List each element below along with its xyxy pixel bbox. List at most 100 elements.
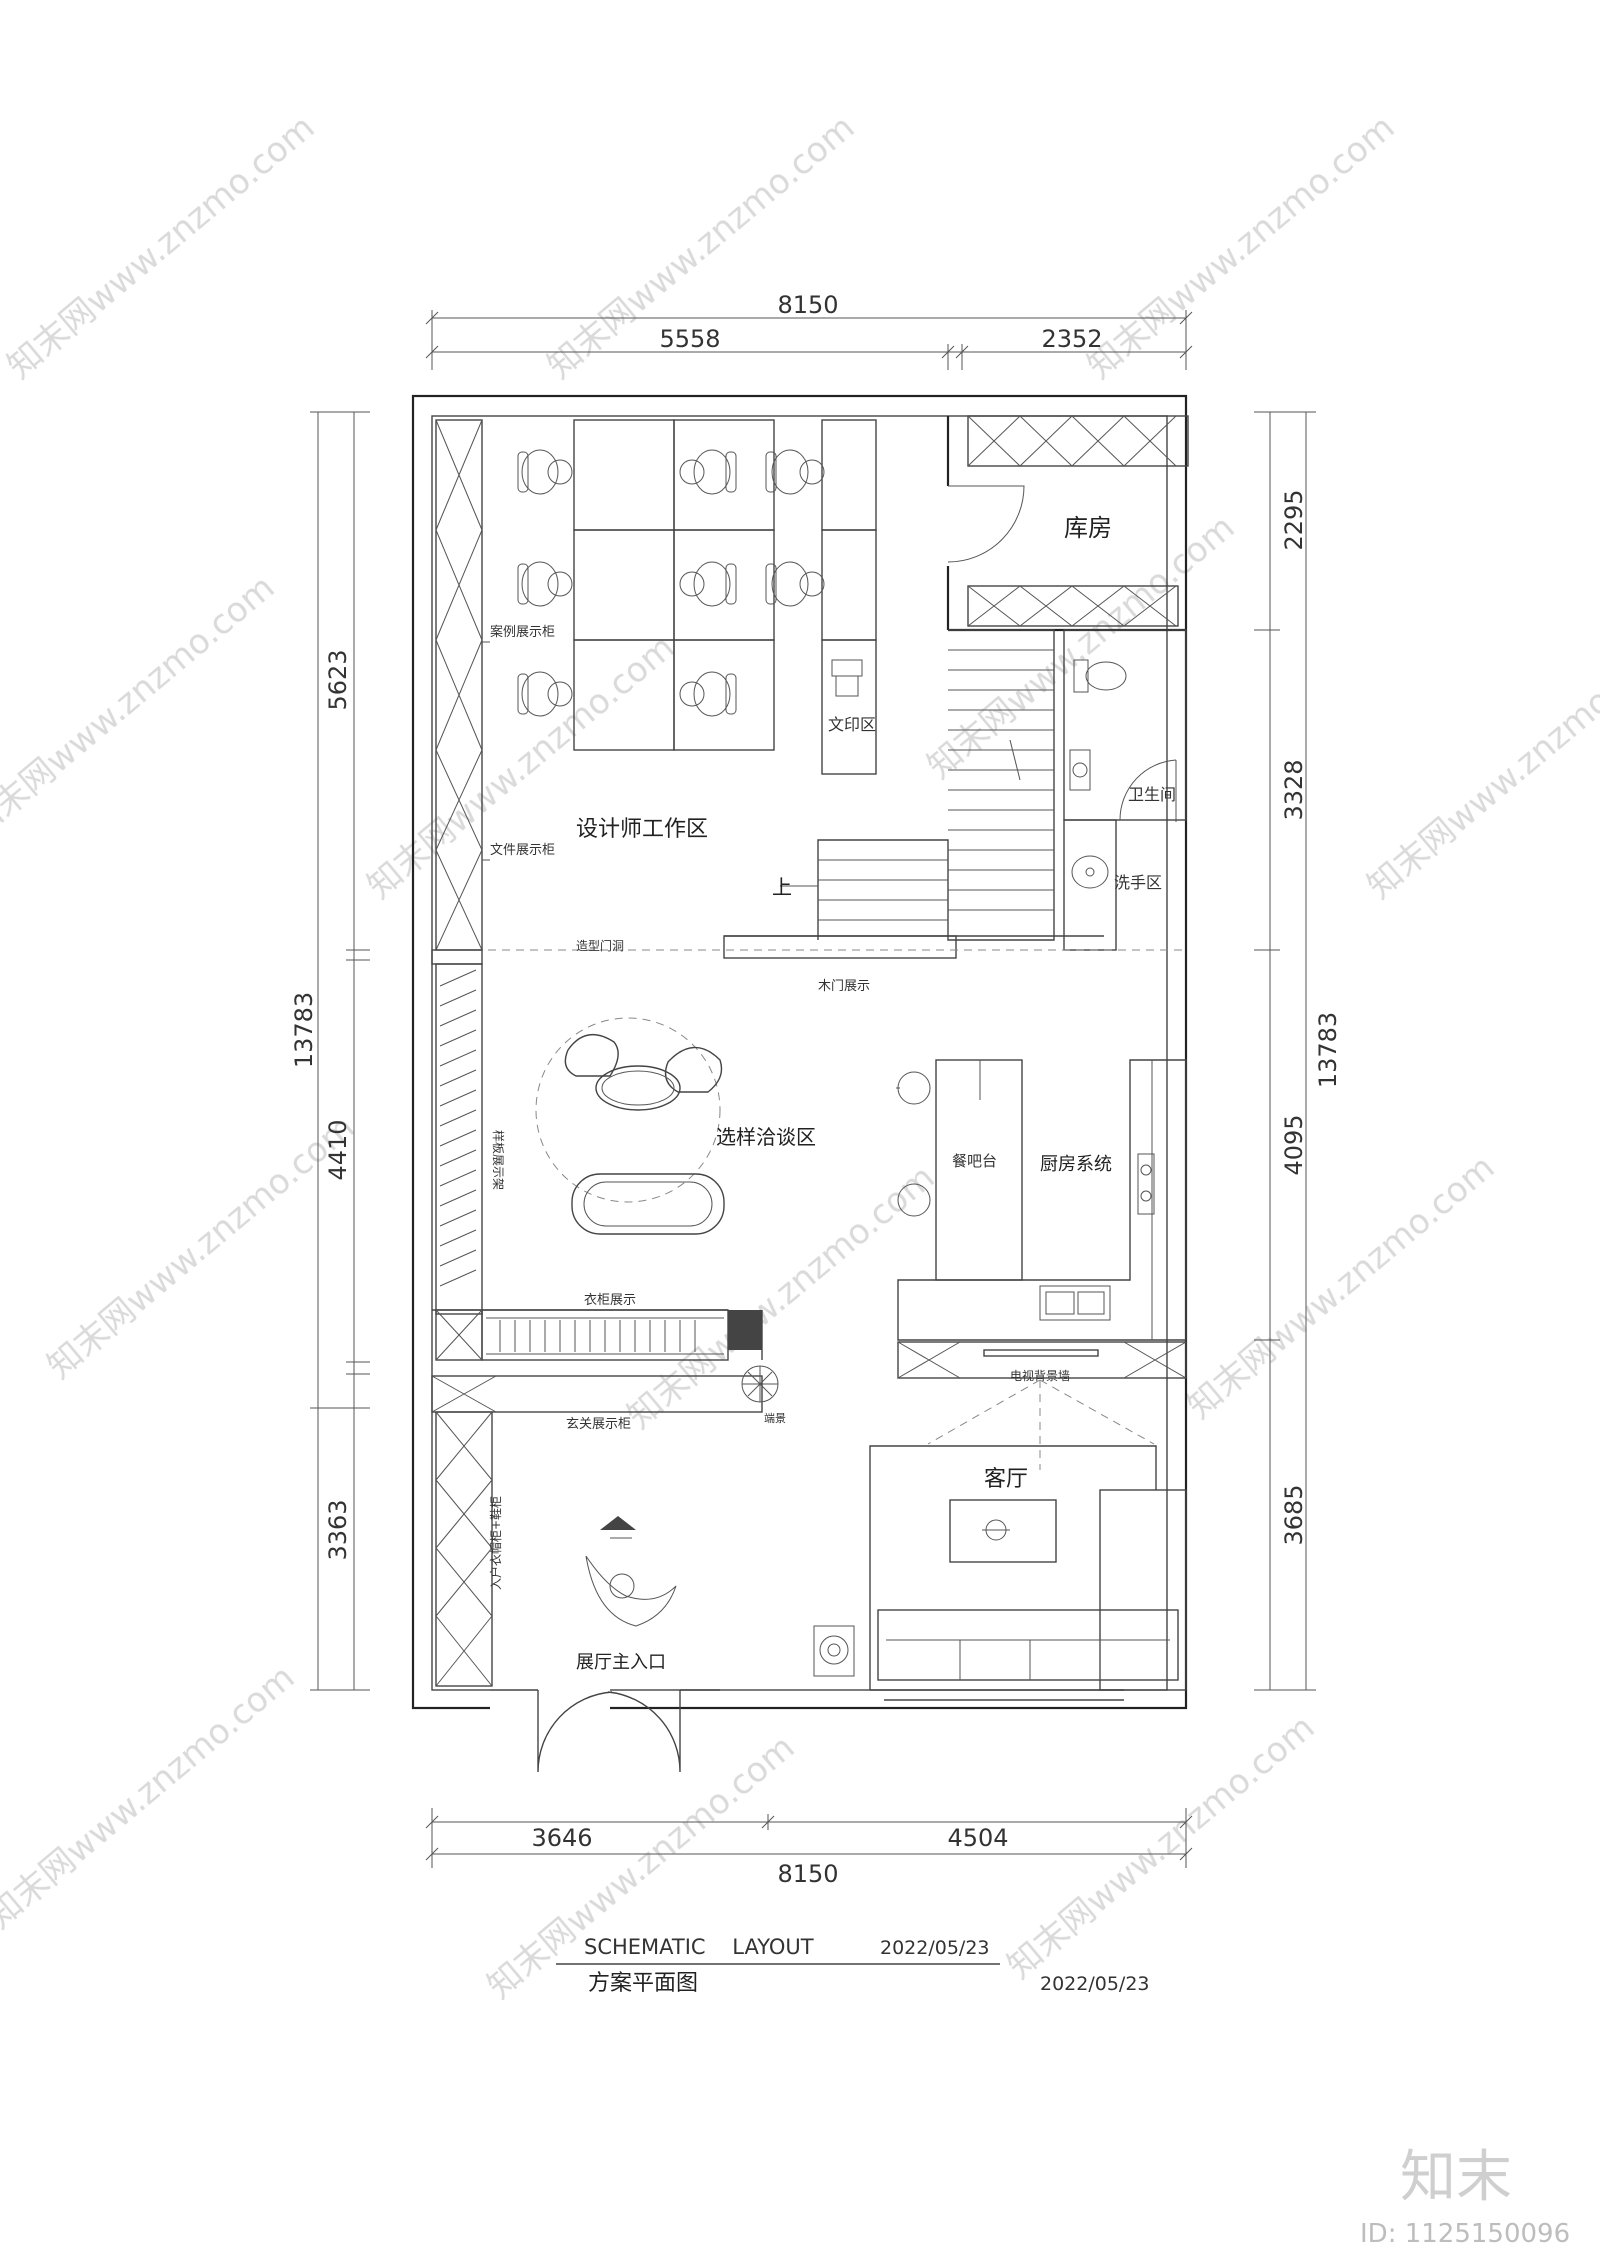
watermark-text: 知末网www.znzmo.com xyxy=(1080,107,1402,386)
outer-walls xyxy=(411,394,1188,1711)
dim-bottom-left: 3646 xyxy=(531,1824,592,1852)
wash-area-label: 洗手区 xyxy=(1114,873,1162,892)
bar-stool-icon xyxy=(897,1183,931,1217)
wardrobe-display-label: 衣柜展示 xyxy=(584,1292,636,1308)
plant-icon xyxy=(741,1365,779,1403)
entry-cabinet: 玄关展示柜 端景 xyxy=(431,1365,786,1432)
sink-icon xyxy=(1069,749,1091,791)
dim-right-2: 3328 xyxy=(1280,759,1308,820)
dim-bottom-right: 4504 xyxy=(947,1824,1008,1852)
print-area-label: 文印区 xyxy=(828,715,876,734)
main-entrance-label: 展厅主入口 xyxy=(576,1652,666,1673)
office-chair-icon xyxy=(517,561,573,607)
entry-wardrobe-label: 入户衣帽柜+鞋柜 xyxy=(488,1496,503,1590)
left-dimensions: 13783 5623 4410 3363 xyxy=(290,411,370,1691)
wash-basin-icon xyxy=(1071,855,1109,889)
storage-label: 库房 xyxy=(1064,514,1112,542)
office-chair-icon xyxy=(517,449,573,495)
watermark-text: 知末网www.znzmo.com xyxy=(0,107,322,386)
title-cn: 方案平面图 xyxy=(588,1971,698,1996)
title-block: SCHEMATIC LAYOUT 2022/05/23 方案平面图 2022/0… xyxy=(556,1935,1150,1996)
bathroom-label: 卫生间 xyxy=(1128,785,1176,804)
bottom-dimensions: 3646 4504 8150 xyxy=(425,1808,1193,1888)
watermark-text: 知末网www.znzmo.com xyxy=(0,1657,302,1936)
watermark-text: 知末网www.znzmo.com xyxy=(360,627,682,906)
stair-up-label: 上 xyxy=(772,875,792,899)
watermark-text: 知末网www.znzmo.com xyxy=(1000,1707,1322,1986)
armchair-icon xyxy=(664,1046,723,1093)
office-chair-icon xyxy=(765,449,825,495)
main-entrance: 展厅主入口 xyxy=(490,1516,720,1773)
plant-label: 端景 xyxy=(764,1412,786,1425)
north-arrow-icon xyxy=(600,1516,636,1530)
dim-left-total: 13783 xyxy=(290,992,318,1068)
side-table-icon xyxy=(813,1625,855,1677)
bar-stool-icon xyxy=(896,1071,931,1105)
sofa-icon xyxy=(571,1173,725,1235)
office-chair-icon xyxy=(679,561,737,607)
watermark-text: 知末网www.znzmo.com xyxy=(0,567,282,846)
dim-right-4: 3685 xyxy=(1280,1484,1308,1545)
armchair-icon xyxy=(564,1033,619,1077)
right-dimensions: 13783 2295 3328 4095 3685 xyxy=(1254,411,1342,1691)
dim-top-right: 2352 xyxy=(1041,325,1102,353)
tv-wall-label: 电视背景墙 xyxy=(1010,1368,1070,1383)
arch-door-divider: 造型门洞 木门展示 xyxy=(431,938,1186,994)
title-date-2: 2022/05/23 xyxy=(1040,1973,1150,1995)
dim-left-1: 5623 xyxy=(324,649,352,710)
brand-corner: 知末 ID: 1125150096 xyxy=(1360,2145,1570,2249)
printer-icon xyxy=(831,659,863,697)
living-room: 电视背景墙 客厅 xyxy=(813,1341,1187,1701)
entry-cabinet-label: 玄关展示柜 xyxy=(566,1417,631,1432)
toilet-icon xyxy=(1073,659,1127,693)
title-date-1: 2022/05/23 xyxy=(880,1937,990,1959)
dim-left-2: 4410 xyxy=(324,1119,352,1180)
watermark-text: 知末网www.znzmo.com xyxy=(480,1727,802,2006)
top-dimensions: 8150 5558 2352 xyxy=(425,291,1193,370)
sink-icon xyxy=(1039,1285,1111,1321)
kitchen-label: 厨房系统 xyxy=(1040,1154,1112,1175)
title-en: SCHEMATIC LAYOUT xyxy=(584,1935,814,1959)
watermark-text: 知末网www.znzmo.com xyxy=(1360,627,1600,906)
negotiation-area: 选样洽谈区 xyxy=(535,1017,816,1235)
watermark-text: 知末网www.znzmo.com xyxy=(1180,1147,1502,1426)
watermark-layer: 知末网www.znzmo.com 知末网www.znzmo.com 知末网www… xyxy=(0,107,1600,2006)
dim-bottom-total: 8150 xyxy=(777,1860,838,1888)
entry-wardrobe: 入户衣帽柜+鞋柜 xyxy=(435,1411,503,1687)
dim-right-3: 4095 xyxy=(1280,1114,1308,1175)
kitchen-area: 餐吧台 厨房系统 xyxy=(896,1059,1187,1341)
sample-rack: 样板展示架 xyxy=(435,963,506,1315)
office-chair-icon xyxy=(765,561,825,607)
sample-rack-label: 样板展示架 xyxy=(491,1130,506,1190)
living-room-label: 客厅 xyxy=(984,1467,1028,1492)
arch-door-label: 造型门洞 xyxy=(576,938,624,953)
dim-right-1: 2295 xyxy=(1280,489,1308,550)
office-chair-icon xyxy=(517,671,573,717)
watermark-text: 知末网www.znzmo.com xyxy=(40,1107,362,1386)
brand-logo-text: 知末 xyxy=(1400,2145,1512,2210)
person-icon xyxy=(585,1555,677,1627)
stove-icon xyxy=(1137,1153,1155,1215)
case-cabinet-label: 案例展示柜 xyxy=(490,625,555,640)
image-id-text: ID: 1125150096 xyxy=(1360,2219,1570,2249)
floor-lamp-icon xyxy=(982,1519,1010,1541)
negotiation-label: 选样洽谈区 xyxy=(716,1125,816,1149)
dim-left-3: 3363 xyxy=(324,1499,352,1560)
designer-work-area: 案例展示柜 文件展示柜 文印区 设计师工作区 xyxy=(435,419,877,951)
watermark-text: 知末网www.znzmo.com xyxy=(620,1157,942,1436)
round-table-icon xyxy=(595,1065,681,1111)
bar-label: 餐吧台 xyxy=(952,1152,997,1170)
office-chair-icon xyxy=(679,671,737,717)
bathroom: 卫生间 洗手区 xyxy=(1063,629,1187,951)
wardrobe-display: 衣柜展示 xyxy=(432,1292,763,1361)
dim-right-total: 13783 xyxy=(1314,1012,1342,1088)
wood-door-label: 木门展示 xyxy=(818,979,870,994)
storage-room: 库房 xyxy=(946,415,1189,632)
dim-top-left: 5558 xyxy=(659,325,720,353)
office-chair-icon xyxy=(679,449,737,495)
file-cabinet-label: 文件展示柜 xyxy=(490,843,555,858)
wardrobe-block xyxy=(728,1310,762,1350)
watermark-text: 知末网www.znzmo.com xyxy=(920,507,1242,786)
dim-top-total: 8150 xyxy=(777,291,838,319)
